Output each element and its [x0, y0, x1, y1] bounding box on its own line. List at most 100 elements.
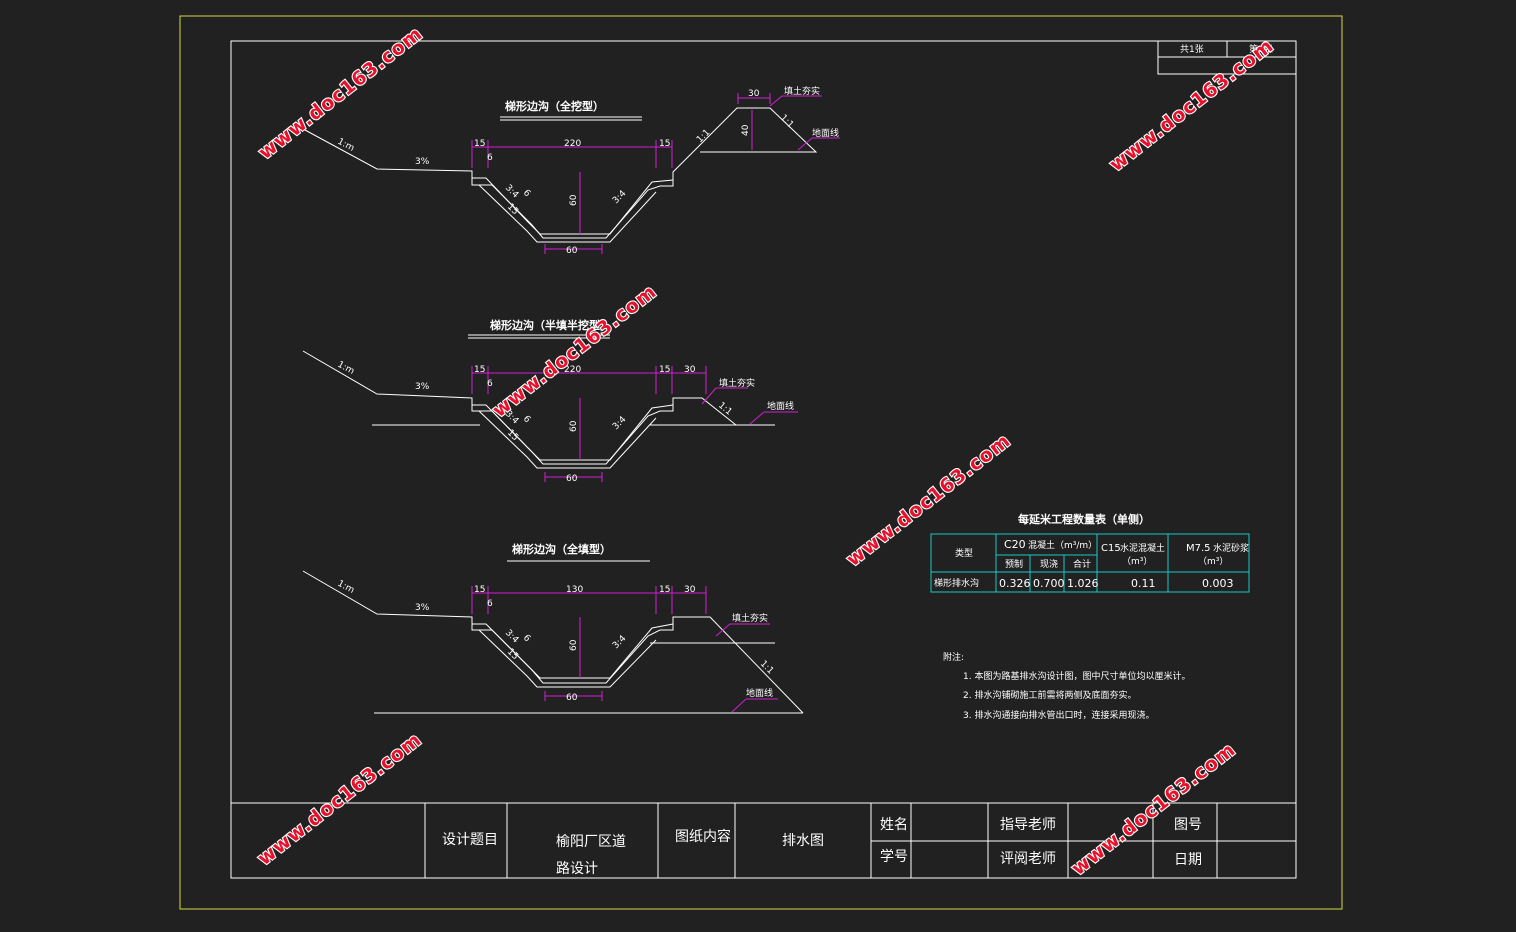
section-title: 梯形边沟（全挖型） — [505, 99, 604, 113]
watermark-2: www.doc163.com — [1106, 34, 1278, 175]
quantity-table-title: 每延米工程数量表（单侧） — [1018, 512, 1150, 526]
student-no-label: 学号 — [880, 849, 908, 865]
section-title: 梯形边沟（半填半挖型） — [490, 318, 611, 332]
svg-text:3:4: 3:4 — [611, 189, 629, 207]
svg-text:3%: 3% — [415, 603, 430, 613]
svg-text:C15: C15 — [1101, 543, 1121, 554]
svg-text:0.700: 0.700 — [1033, 577, 1065, 590]
svg-text:水泥混凝土: 水泥混凝土 — [1120, 542, 1165, 554]
svg-text:预制: 预制 — [1005, 558, 1023, 570]
advisor-label: 指导老师 — [1000, 817, 1056, 833]
outer-frame — [179, 15, 1343, 910]
drawing-no-label: 图号 — [1174, 817, 1202, 833]
svg-text:0.11: 0.11 — [1131, 577, 1156, 590]
svg-text:15: 15 — [474, 585, 485, 595]
svg-text:6: 6 — [521, 633, 532, 644]
svg-text:30: 30 — [748, 89, 760, 99]
svg-text:60: 60 — [569, 420, 579, 432]
svg-text:1:m: 1:m — [336, 360, 356, 377]
title-block: 设计题目 榆阳厂区道 路设计 图纸内容 排水图 姓名 学号 指导老师 评阅老师 … — [231, 802, 1296, 878]
watermarks: www.doc163.com www.doc163.com www.doc163… — [252, 21, 1279, 881]
crossfall-label: 3% — [415, 157, 430, 167]
svg-text:220: 220 — [564, 139, 581, 149]
svg-text:60: 60 — [566, 246, 578, 256]
svg-text:1:1: 1:1 — [695, 128, 712, 145]
section-full-fill: 梯形边沟（全填型） 1:m 3% 15 6 130 15 30 60 60 3:… — [302, 542, 804, 714]
content-value: 排水图 — [782, 833, 824, 849]
svg-text:地面线: 地面线 — [767, 400, 794, 412]
svg-text:6: 6 — [487, 599, 493, 609]
watermark-5: www.doc163.com — [254, 728, 426, 869]
svg-text:填土夯实: 填土夯实 — [719, 377, 755, 389]
inner-frame — [230, 40, 1297, 879]
content-label: 图纸内容 — [675, 828, 731, 845]
svg-text:（m³）: （m³） — [1122, 556, 1152, 567]
svg-text:60: 60 — [566, 474, 578, 484]
sheet-counter: 共1张 第1张 — [1157, 40, 1297, 75]
quantity-table: 每延米工程数量表（单侧） 类型 C20 混凝土（m³/m） 预制 现浇 合计 C… — [930, 512, 1250, 593]
svg-text:1:1: 1:1 — [716, 401, 734, 418]
svg-text:15: 15 — [474, 139, 485, 149]
svg-text:现浇: 现浇 — [1040, 558, 1058, 570]
svg-text:填土夯实: 填土夯实 — [732, 612, 768, 624]
svg-text:附注:: 附注: — [943, 651, 964, 663]
watermark-4: www.doc163.com — [843, 429, 1015, 570]
reviewer-label: 评阅老师 — [1000, 851, 1056, 867]
design-topic-label: 设计题目 — [442, 832, 498, 848]
svg-text:60: 60 — [566, 693, 578, 703]
sheet-of: 第1张 — [1249, 43, 1273, 55]
svg-text:地面线: 地面线 — [746, 687, 773, 699]
svg-text:6: 6 — [521, 188, 532, 199]
svg-text:3:4: 3:4 — [611, 415, 629, 433]
svg-text:15: 15 — [659, 365, 670, 375]
svg-text:1.026: 1.026 — [1067, 577, 1099, 590]
slope-label: 1:m — [336, 137, 356, 154]
svg-text:30: 30 — [684, 585, 696, 595]
svg-text:梯形排水沟: 梯形排水沟 — [934, 577, 979, 589]
date-label: 日期 — [1174, 852, 1202, 868]
svg-text:3:4: 3:4 — [611, 634, 629, 652]
svg-text:3. 排水沟通接向排水管出口时，连接采用现浇。: 3. 排水沟通接向排水管出口时，连接采用现浇。 — [963, 709, 1154, 721]
svg-text:0.003: 0.003 — [1202, 577, 1234, 590]
svg-text:15: 15 — [505, 428, 520, 443]
svg-text:15: 15 — [659, 585, 670, 595]
svg-text:30: 30 — [684, 365, 696, 375]
svg-text:60: 60 — [569, 194, 579, 206]
svg-text:C20: C20 — [1004, 538, 1026, 551]
svg-text:1:1: 1:1 — [758, 659, 775, 676]
svg-text:220: 220 — [564, 365, 581, 375]
svg-text:类型: 类型 — [955, 547, 973, 559]
svg-text:130: 130 — [566, 585, 583, 595]
svg-text:15: 15 — [505, 647, 520, 662]
svg-text:6: 6 — [521, 414, 532, 425]
svg-text:6: 6 — [487, 379, 493, 389]
svg-text:40: 40 — [741, 124, 751, 136]
notes: 附注: 1. 本图为路基排水沟设计图，图中尺寸单位均以厘米计。 2. 排水沟铺砌… — [943, 651, 1190, 721]
svg-text:6: 6 — [487, 153, 493, 163]
svg-text:（m³）: （m³） — [1198, 556, 1228, 567]
svg-text:15: 15 — [474, 365, 485, 375]
svg-text:60: 60 — [569, 639, 579, 651]
svg-text:1. 本图为路基排水沟设计图，图中尺寸单位均以厘米计。: 1. 本图为路基排水沟设计图，图中尺寸单位均以厘米计。 — [963, 670, 1190, 682]
svg-text:M7.5: M7.5 — [1186, 543, 1211, 554]
svg-text:3%: 3% — [415, 382, 430, 392]
design-topic-line2: 路设计 — [556, 861, 598, 877]
svg-text:地面线: 地面线 — [812, 127, 839, 139]
watermark-3: www.doc163.com — [489, 280, 661, 421]
svg-text:15: 15 — [659, 139, 670, 149]
svg-text:0.326: 0.326 — [999, 577, 1031, 590]
svg-text:15: 15 — [505, 202, 520, 217]
name-label: 姓名 — [880, 817, 908, 833]
section-title: 梯形边沟（全填型） — [512, 542, 611, 556]
svg-text:混凝土（m³/m）: 混凝土（m³/m） — [1028, 539, 1097, 551]
svg-text:合计: 合计 — [1073, 558, 1091, 570]
svg-text:填土夯实: 填土夯实 — [784, 85, 820, 97]
svg-text:1:1: 1:1 — [778, 113, 795, 130]
svg-text:1:m: 1:m — [336, 579, 356, 596]
sheet-no: 共1张 — [1180, 44, 1204, 55]
section-full-cut: 梯形边沟（全挖型） 1:m 3% 15 6 220 15 60 60 3:4 6… — [304, 85, 840, 256]
svg-text:2. 排水沟铺砌施工前需将两侧及底面夯实。: 2. 排水沟铺砌施工前需将两侧及底面夯实。 — [963, 689, 1136, 701]
design-topic-line1: 榆阳厂区道 — [556, 834, 626, 850]
svg-text:水泥砂浆: 水泥砂浆 — [1213, 542, 1249, 554]
